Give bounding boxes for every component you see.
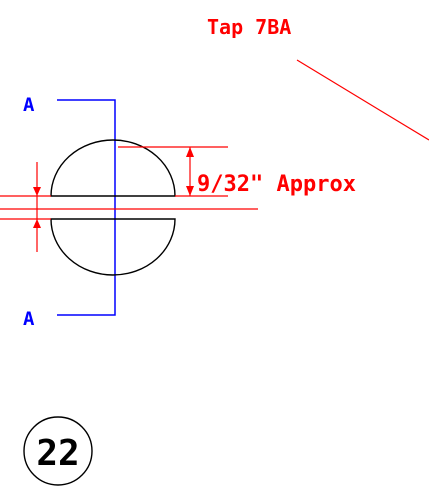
dimension-note-label: 9/32" Approx (197, 172, 356, 197)
part-number-balloon (23, 416, 93, 486)
dimension-lines (0, 146, 258, 252)
section-label-top: A (23, 94, 35, 116)
part-number-label: 22 (36, 433, 79, 474)
dimension-arrowheads (33, 147, 194, 228)
section-label-bottom: A (23, 308, 35, 330)
section-line-a-a (57, 99, 116, 316)
tap-note-label: Tap 7BA (207, 15, 291, 39)
screw-head-outline (50, 139, 176, 276)
tap-leader-line (296, 59, 429, 141)
